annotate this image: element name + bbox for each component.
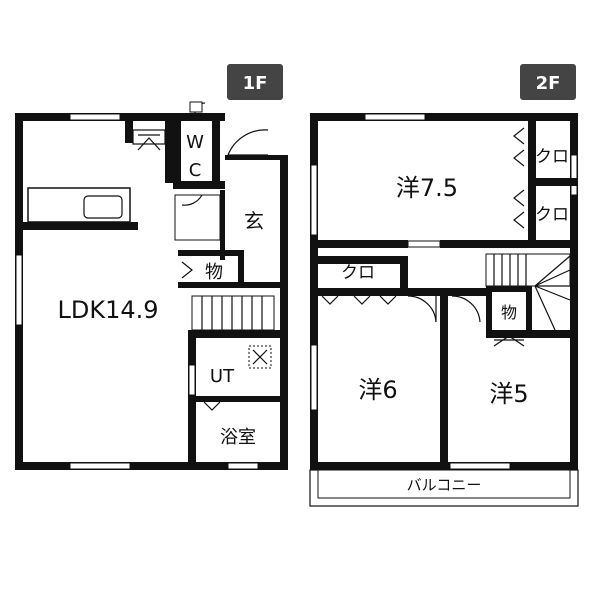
window-1f-bottom [69,462,131,470]
label-utility: UT [210,366,235,387]
label-entrance: 玄 [244,209,264,233]
label-bath: 浴室 [220,427,256,448]
label-wc-w: W [186,132,204,153]
label-closet-b: クロ [535,205,569,225]
kitchen-sink [83,195,123,219]
floor-tag-2f-text: 2F [536,73,561,94]
label-balcony: バルコニー [407,476,482,494]
floor-tag-1f: 1F [227,64,283,100]
first-floor: W C 玄 物 UT [15,101,288,470]
label-closet-c: クロ [341,263,375,283]
label-closet-a: クロ [535,147,569,167]
stairs-1f [191,295,275,331]
label-storage-1f: 物 [205,262,223,283]
stairs-2f [485,253,571,331]
storage-shelf-1f [132,129,166,145]
label-western-large: 洋7.5 [396,174,458,202]
floor-tag-1f-text: 1F [243,73,268,94]
floor-tag-2f: 2F [520,64,576,100]
door-swing-western-mid [407,295,437,323]
label-ldk: LDK14.9 [57,296,158,324]
window-1f-top [69,113,121,121]
door-swing-western-small [451,295,481,323]
window-1f-left [15,254,23,326]
second-floor: 洋7.5 クロ クロ クロ [309,113,579,507]
label-western-small: 洋5 [489,380,528,408]
entrance-door-swing [227,129,269,156]
label-western-mid: 洋6 [358,376,397,404]
label-wc-c: C [189,160,202,181]
label-storage-2f: 物 [501,303,517,322]
